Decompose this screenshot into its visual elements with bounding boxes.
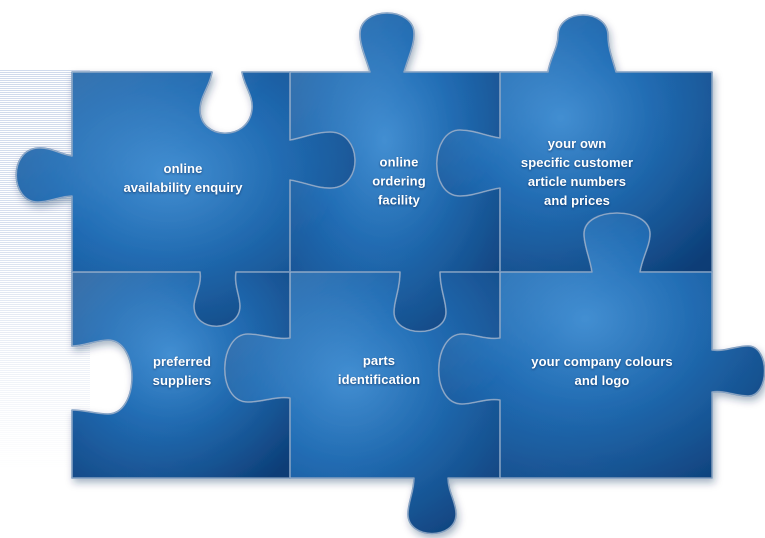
puzzle-piece-ordering [289, 12, 501, 333]
puzzle-piece-colours [437, 212, 765, 479]
piece-label-parts: parts identification [337, 353, 421, 387]
piece-label-suppliers: preferred suppliers [152, 354, 212, 388]
piece-label-ordering: online ordering facility [372, 154, 426, 208]
puzzle-piece-parts [223, 271, 501, 535]
piece-label-article-numbers: your own specific customer article numbe… [520, 136, 634, 208]
piece-label-colours: your company colours and logo [531, 354, 673, 388]
piece-label-availability: online availability enquiry [123, 161, 243, 195]
puzzle-piece-suppliers [71, 271, 291, 479]
puzzle-piece-highlight [438, 212, 765, 479]
puzzle-piece-article-numbers [435, 14, 713, 273]
